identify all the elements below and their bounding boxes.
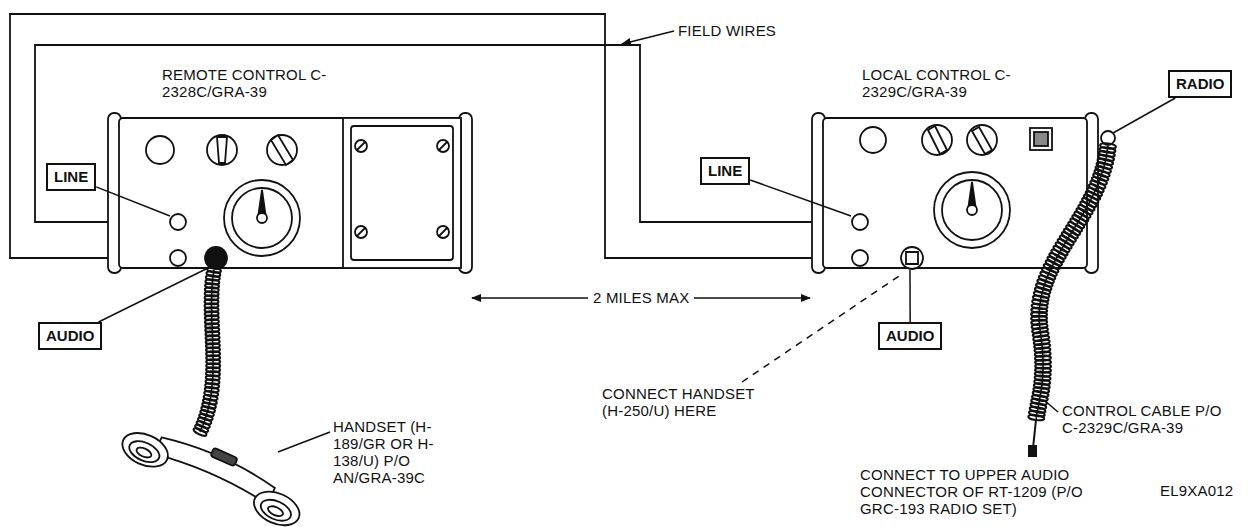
unit-title: LOCAL CONTROL C-2329C/GRA-39 [862,66,1037,100]
coil-turn [193,427,208,438]
unit-title: REMOTE CONTROL C-2328C/GRA-39 [162,66,337,100]
note-label: CONNECT HANDSET (H-250/U) HERE [602,385,772,419]
wire-label: FIELD WIRES [678,22,776,39]
leader-line [278,31,1058,452]
note-label: CONNECT TO UPPER AUDIO CONNECTOR OF RT-1… [860,466,1125,517]
leader-line [99,268,208,322]
callout-text: AUDIO [46,327,94,344]
callout-box: LINE [700,157,750,185]
cable-label: CONTROL CABLE P/O C-2329C/GRA-39 [1062,402,1227,436]
callout-text: RADIO [1176,75,1224,92]
callout-text: LINE [708,162,742,179]
coiled-cord [193,143,1117,438]
leader-line [750,180,851,216]
figure-number: EL9XA012 [1160,482,1233,499]
callout-box: AUDIO [38,322,102,350]
callout-box: LINE [46,163,96,191]
leader-line [96,98,1175,322]
leader-line [909,270,911,322]
dimension-label: 2 MILES MAX [588,289,694,306]
callout-text: AUDIO [886,327,934,344]
handset [117,413,311,527]
local-control-unit [812,113,1115,273]
cord [1036,146,1108,420]
part-label: HANDSET (H-189/GR OR H-138/U) P/O AN/GRA… [333,418,473,486]
callout-text: LINE [54,168,88,185]
leader-line [1113,98,1175,133]
cable-plug [1029,420,1036,456]
remote-control-unit [108,113,472,273]
screw [355,140,449,238]
callout-box: RADIO [1168,70,1232,98]
leader-line [96,187,170,216]
callout-box: AUDIO [878,322,942,350]
